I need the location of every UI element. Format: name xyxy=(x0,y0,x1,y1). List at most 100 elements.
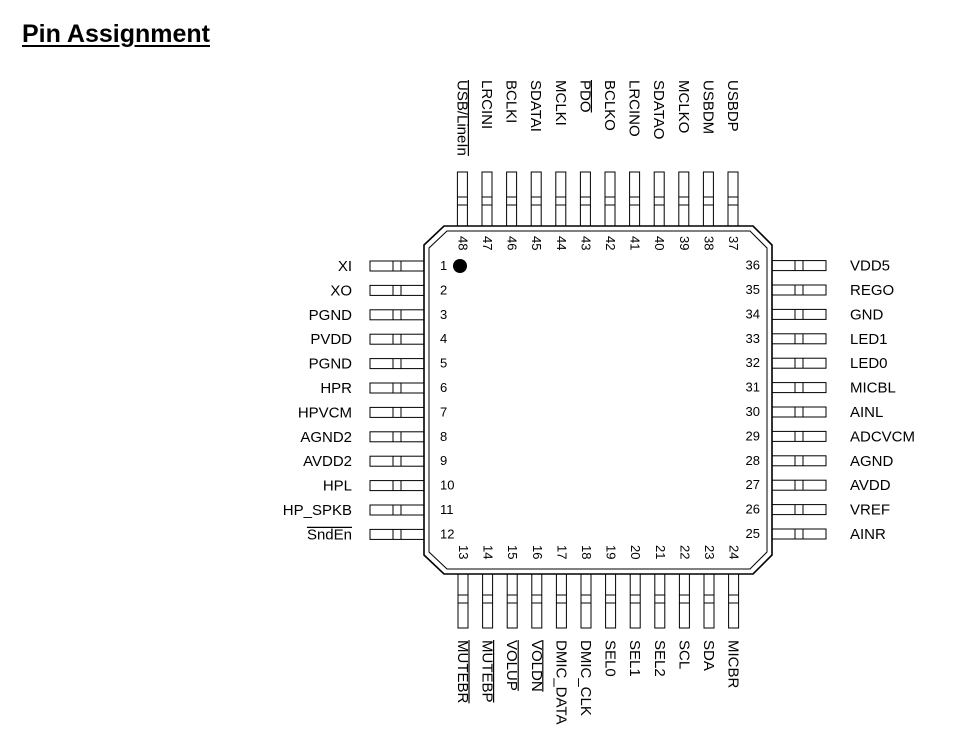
pin-name: AVDD xyxy=(850,477,891,494)
pin-number: 8 xyxy=(440,429,447,444)
pin-number: 16 xyxy=(530,545,545,559)
pin-name: LED1 xyxy=(850,331,888,348)
pin-number: 20 xyxy=(628,545,643,559)
pin-name: LED0 xyxy=(850,355,888,372)
pin-name: PVDD xyxy=(310,331,352,348)
pin-number: 36 xyxy=(746,258,760,273)
pin-number: 17 xyxy=(554,545,569,559)
pin-lead xyxy=(580,573,592,629)
pin-lead xyxy=(482,573,494,629)
pin-name: VOLUP xyxy=(503,640,520,691)
pin-number: 31 xyxy=(746,380,760,395)
pin-name: SDATAO xyxy=(650,80,667,139)
pin-name: BCLKO xyxy=(601,80,618,131)
pin-number: 21 xyxy=(653,545,668,559)
pin-name: SEL1 xyxy=(626,640,643,677)
pin-lead xyxy=(369,504,425,516)
pin-32: LED0 32 xyxy=(746,355,888,372)
pin-name: DMIC_CLK xyxy=(577,640,594,716)
pin-number: 42 xyxy=(603,236,618,250)
chip-inner-outline xyxy=(428,230,768,570)
pin-name: MICBL xyxy=(850,380,896,397)
pin-number: 25 xyxy=(746,526,760,541)
pin-number: 9 xyxy=(440,453,447,468)
pin-name: VOLDN xyxy=(528,640,545,692)
pin-name: MICBR xyxy=(725,640,742,689)
pin-lead xyxy=(457,573,469,629)
pin-name: MUTEBP xyxy=(479,640,496,703)
pin-lead xyxy=(629,171,641,227)
pin-number: 1 xyxy=(440,258,447,273)
pin-name: USBDP xyxy=(724,80,741,132)
page-title: Pin Assignment xyxy=(22,20,210,48)
pin-42: BCLKO 42 xyxy=(601,80,618,250)
pin-lead xyxy=(369,284,425,296)
pin-number: 23 xyxy=(702,545,717,559)
pin-number: 45 xyxy=(529,236,544,250)
pin-number: 27 xyxy=(746,477,760,492)
pin-number: 29 xyxy=(746,428,760,443)
pin-lead xyxy=(654,573,666,629)
pin-name: SEL0 xyxy=(602,640,619,677)
pin-lead xyxy=(369,358,425,370)
pin-number: 22 xyxy=(677,545,692,559)
pin-number: 2 xyxy=(440,282,447,297)
pin-lead xyxy=(555,573,567,629)
pin-lead xyxy=(531,573,543,629)
pin-number: 38 xyxy=(701,236,716,250)
pin-number: 46 xyxy=(505,236,520,250)
pin-lead xyxy=(629,573,641,629)
pin-name: REGO xyxy=(850,282,894,299)
pin-name: MCLKO xyxy=(675,80,692,133)
pin-lead xyxy=(771,479,827,491)
pin-lead xyxy=(456,171,468,227)
pin-lead xyxy=(369,333,425,345)
pin-lead xyxy=(678,171,690,227)
pin-number: 43 xyxy=(578,236,593,250)
pin-name: AINL xyxy=(850,404,883,421)
pin-lead xyxy=(771,430,827,442)
pin-number: 15 xyxy=(505,545,520,559)
pin-lead xyxy=(369,309,425,321)
pin-name: SDATAI xyxy=(527,80,544,132)
pin-20: SEL1 20 xyxy=(626,545,643,677)
pin-name: AGND2 xyxy=(300,429,352,446)
pin-lead xyxy=(555,171,567,227)
pin-lead xyxy=(727,171,739,227)
pin-lead xyxy=(678,573,690,629)
pin-number: 34 xyxy=(746,306,760,321)
pin-number: 18 xyxy=(579,545,594,559)
pin-number: 37 xyxy=(726,236,741,250)
pin-name: PGND xyxy=(309,356,353,373)
pin-number: 32 xyxy=(746,355,760,370)
pin-name: AGND xyxy=(850,453,894,470)
pin-37: USBDP 37 xyxy=(724,80,741,250)
pin-number: 26 xyxy=(746,502,760,517)
pin-lead xyxy=(771,284,827,296)
pin-name: LRCINI xyxy=(478,80,495,129)
pin-name: XO xyxy=(330,282,352,299)
pin-lead xyxy=(369,382,425,394)
pin-number: 12 xyxy=(440,526,454,541)
pin-name: MCLKI xyxy=(552,80,569,126)
pin-2: XO 2 xyxy=(330,282,447,299)
pin-lead xyxy=(771,382,827,394)
pin-name: XI xyxy=(338,258,352,275)
